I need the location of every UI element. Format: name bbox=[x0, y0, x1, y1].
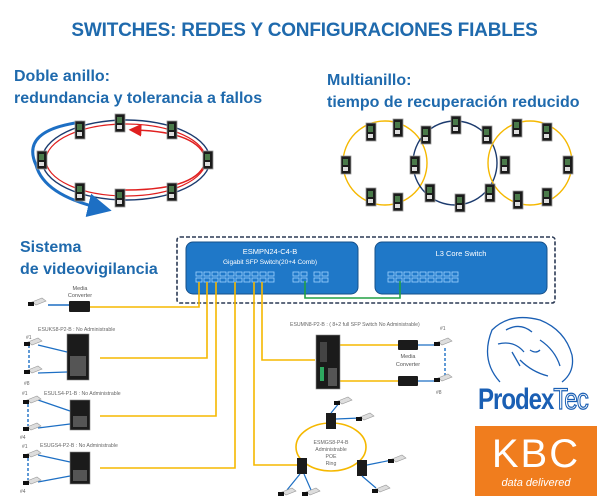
tec-text: Tec bbox=[553, 382, 589, 417]
esumn8-cam-last: #8 bbox=[436, 390, 442, 396]
core-switch-name: L3 Core Switch bbox=[436, 249, 487, 258]
fiber-cables bbox=[90, 282, 398, 472]
kbc-tagline: data delivered bbox=[501, 477, 571, 489]
esuls4-cam-first: #1 bbox=[22, 391, 28, 397]
core-network-box bbox=[176, 236, 556, 304]
esumn8-label: ESUMN8-P2-B : ( 8+2 full SFP Switch No A… bbox=[290, 322, 420, 328]
double-ring-title: Doble anillo: bbox=[14, 68, 110, 85]
multi-ring-title: Multianillo: bbox=[327, 72, 412, 89]
cctv-subtitle: de videovigilancia bbox=[20, 261, 158, 278]
multi-ring-heading: Multianillo: tiempo de recuperación redu… bbox=[327, 70, 580, 114]
esugs4-label: ESUGS4-P2-B : No Administrable bbox=[40, 443, 118, 449]
esumn8-cam-first: #1 bbox=[440, 326, 446, 332]
kbc-logo: KBC data delivered bbox=[475, 426, 597, 496]
lion-icon bbox=[486, 316, 574, 383]
main-switch-name: ESMPN24-C4-B bbox=[243, 247, 298, 256]
esuks8-label: ESUKS8-P2-B : No Administrable bbox=[38, 327, 115, 333]
double-ring-subtitle: redundancia y tolerancia a fallos bbox=[14, 90, 263, 107]
esuls4-cam-last: #4 bbox=[20, 435, 26, 441]
poe-ring-line3: POE bbox=[326, 454, 337, 460]
poe-ring-group: ESMGS8-P4-B Administrable POE Ring bbox=[277, 396, 407, 497]
main-switch-desc: Gigabit SFP Switch(20+4 Comb) bbox=[223, 259, 317, 266]
multi-ring-diagram bbox=[340, 115, 574, 213]
esugs4-switch-group: ESUGS4-P2-B : No Administrable #1 #4 bbox=[20, 443, 118, 495]
esuks8-switch-group: ESUKS8-P2-B : No Administrable #1 #8 bbox=[23, 327, 115, 387]
multi-ring-subtitle: tiempo de recuperación reducido bbox=[327, 94, 580, 111]
poe-ring-line4: Ring bbox=[326, 461, 337, 467]
esumn8-switch-group: ESUMN8-P2-B : ( 8+2 full SFP Switch No A… bbox=[290, 322, 453, 396]
poe-ring-line2: Administrable bbox=[315, 447, 347, 453]
esuls4-label: ESULS4-P1-B : No Administrable bbox=[44, 391, 121, 397]
esuks8-cam-last: #8 bbox=[24, 381, 30, 387]
media-converter-right-line1: Media bbox=[401, 354, 417, 360]
uplink-cable bbox=[304, 281, 401, 299]
media-converter-top: Media Converter bbox=[27, 286, 92, 312]
main-switch: ESMPN24-C4-B Gigabit SFP Switch(20+4 Com… bbox=[185, 241, 359, 295]
esugs4-cam-first: #1 bbox=[22, 444, 28, 450]
cctv-title: Sistema bbox=[20, 239, 82, 256]
media-converter-top-line2: Converter bbox=[68, 293, 92, 299]
prodextec-logo: ProdexTec bbox=[478, 382, 589, 418]
prodex-text: Prodex bbox=[478, 382, 554, 417]
esugs4-cam-last: #4 bbox=[20, 489, 26, 495]
double-ring-heading: Doble anillo: redundancia y tolerancia a… bbox=[14, 66, 262, 110]
esuls4-switch-group: ESULS4-P1-B : No Administrable #1 #4 bbox=[20, 391, 121, 441]
double-ring-diagram bbox=[31, 113, 214, 217]
poe-ring-line1: ESMGS8-P4-B bbox=[314, 440, 349, 446]
kbc-logo-text: KBC bbox=[491, 432, 581, 476]
esuks8-cam-first: #1 bbox=[26, 335, 32, 341]
core-switch: L3 Core Switch bbox=[374, 241, 548, 295]
media-converter-right-line2: Converter bbox=[396, 362, 420, 368]
cctv-heading: Sistema de videovigilancia bbox=[20, 237, 158, 281]
media-converter-top-line1: Media bbox=[73, 286, 89, 292]
page-title: SWITCHES: REDES Y CONFIGURACIONES FIABLE… bbox=[71, 20, 538, 41]
